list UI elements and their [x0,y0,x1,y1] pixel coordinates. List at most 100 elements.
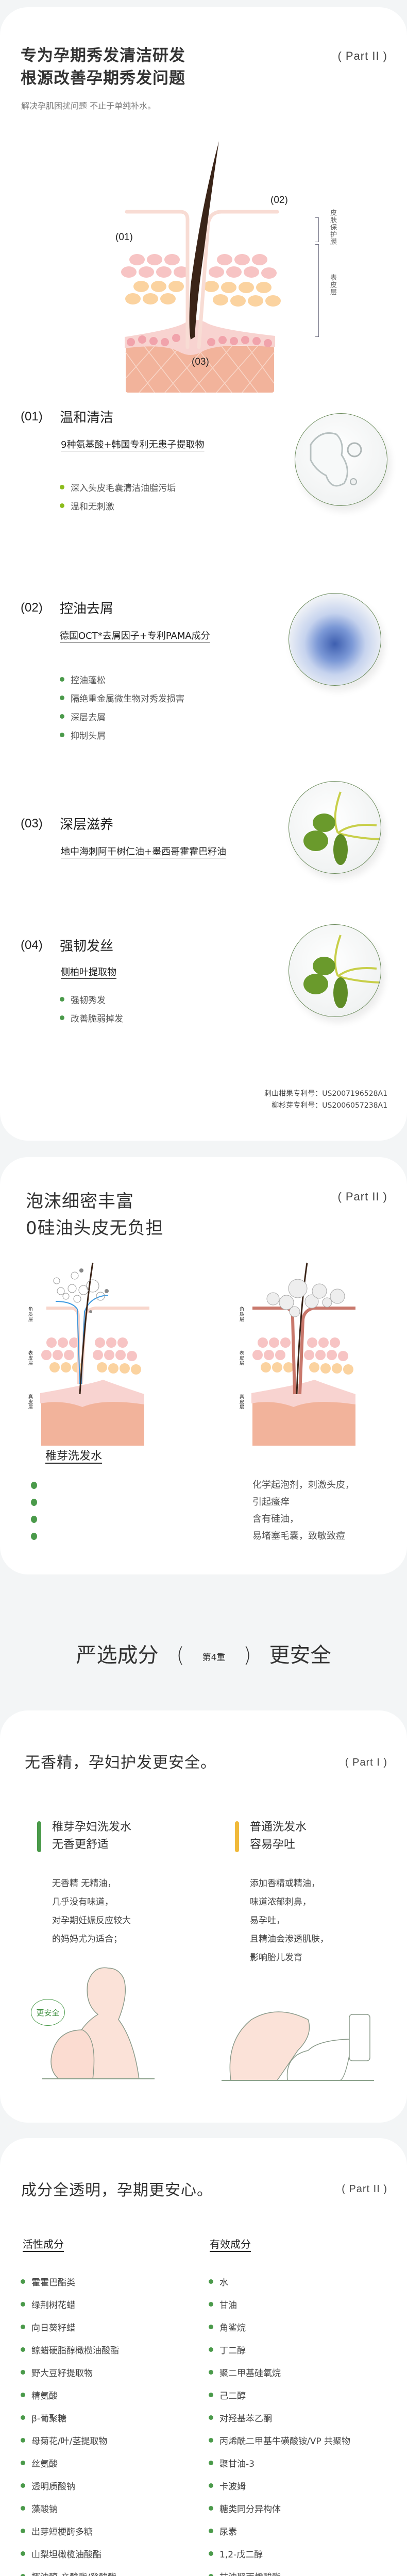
patent-numbers: 刺山柑果专利号：US2007196528A1 柳杉芽专利号：US20060572… [264,1090,387,1110]
feature-ingredient: 侧柏叶提取物 [61,967,116,978]
section4-title: 成分全透明，孕期更安心。 [21,2181,213,2199]
silicone-clog-illustration [251,1262,355,1446]
diagram-bracket-bottom [315,244,319,337]
green-accent-bar [37,1821,41,1852]
part-label: ( Part II ) [342,2183,387,2195]
svg-text:(02): (02) [270,195,288,206]
ordinary-drawbacks: 化学起泡剂，刺激头皮， 引起瘙痒 含有硅油， 易堵塞毛囊，致敏致痘 [252,1480,354,1541]
feature-ingredient: 地中海刺阿干树仁油+墨西哥霍霍巴籽油 [61,846,227,857]
svg-text:(03): (03) [192,357,209,367]
bullet-dot-icon [60,1015,64,1020]
bullet-dot-icon [21,2392,25,2397]
feature-deep-nourish: (03) 深层滋养 地中海刺阿干树仁油+墨西哥霍霍巴籽油 [21,814,278,858]
bullet-item [31,1477,43,1494]
bullet-dot-icon [21,2301,25,2307]
bullet-dot-icon [21,2279,25,2284]
ingredient-item: 霍霍巴酯类 [21,2270,119,2293]
bullet-dot-icon [60,714,64,719]
feature-ingredient: 9种氨基酸+韩国专利无患子提取物 [61,439,205,450]
bullet-dot-icon [60,695,64,700]
bullet-dot-icon [31,1515,37,1523]
foam-cleansing-illustration [40,1262,149,1446]
layer-labels: 角质层 表皮层 真皮层 [27,1307,32,1410]
bullet-dot-icon [31,1481,37,1489]
bullet-dot-icon [21,2483,25,2488]
label-epidermis: 表皮层 [329,274,336,296]
card-fragrance-free: 无香精，孕妇护发更安全。 ( Part I ) 稚芽孕妇洗发水 无香更舒适 无香… [0,1710,407,2123]
ingredient-item: 精氨酸 [21,2383,119,2406]
bullet-dot-icon [209,2437,213,2443]
feature-number: (01) [21,409,43,423]
bullet-dot-icon [209,2551,213,2556]
bullet-dot-icon [209,2347,213,2352]
nausea-illustration [221,1999,375,2081]
ingredient-item: 向日葵籽蜡 [21,2315,119,2338]
section1-title: 专为孕期秀发清洁研发 根源改善孕期秀发问题 [21,46,185,88]
ingredient-item: 绿荆树花蜡 [21,2293,119,2315]
bullet-item: 强韧秀发 [60,990,252,1008]
water-droplet-image [295,413,387,506]
feature-ingredient: 德国OCT*去屑因子+专利PAMA成分 [60,631,210,641]
ingredient-item: 聚二甲基硅氧烷 [209,2361,350,2383]
feature-title: 温和清洁 [60,410,114,426]
bullet-item [31,1494,43,1511]
product-comparison-left: 稚芽孕妇洗发水 无香更舒适 无香精 无精油， 几乎没有味道， 对孕期妊娠反应较大… [52,1821,132,1944]
ingredient-item: 鲸蜡硬脂醇橄榄油酸酯 [21,2338,119,2361]
bullet-item: 温和无刺激 [60,496,252,515]
bullet-item: 隔绝重金属微生物对秀发损害 [60,688,252,707]
bullet-dot-icon [60,732,64,737]
bullet-dot-icon [21,2460,25,2465]
ingredient-item: 丝氨酸 [21,2451,119,2474]
bullet-dot-icon [209,2460,213,2465]
ingredient-item: 聚甘油-3 [209,2451,350,2474]
bullet-dot-icon [60,503,64,508]
bullet-dot-icon [31,1498,37,1506]
bullet-dot-icon [209,2573,213,2576]
ingredient-item: 己二醇 [209,2383,350,2406]
bullet-dot-icon [60,676,64,682]
bullet-item: 控油蓬松 [60,670,252,688]
card-scalp-care: 专为孕期秀发清洁研发 根源改善孕期秀发问题 ( Part II ) 解决孕肌困扰… [0,7,407,1141]
part-label: ( Part I ) [345,1757,387,1768]
active-ingredients-heading: 活性成分 [23,2238,64,2250]
ingredient-item: 母菊花/叶/茎提取物 [21,2429,119,2451]
section1-subtitle: 解决孕肌困扰问题 不止于单纯补水。 [21,101,156,111]
ingredient-item: 椰油醇-辛酸酯/癸酸酯 [21,2565,119,2576]
bullet-dot-icon [21,2415,25,2420]
droplet-icon [310,432,362,487]
bullet-dot-icon [21,2347,25,2352]
feature-number: (03) [21,816,43,831]
ingredient-item: 甘油聚丙烯酸酯 [209,2565,350,2576]
pregnant-woman-illustration [41,1963,156,2080]
blue-crystal-image [289,593,381,686]
feature-title: 控油去屑 [60,601,114,617]
label-protective-film: 皮肤保护膜 [329,209,336,245]
feature-bullets: 强韧秀发 改善脆弱掉发 [60,990,252,1027]
ingredient-item: 对羟基苯乙酮 [209,2406,350,2429]
ingredient-item: 丁二醇 [209,2338,350,2361]
ordinary-follicle-diagram [237,1260,371,1456]
bullet-dot-icon [209,2528,213,2533]
svg-text:(01): (01) [115,232,133,243]
yellow-accent-bar [235,1821,239,1852]
ingredient-item: 尿素 [209,2519,350,2542]
feature-strengthen: (04) 强韧发丝 侧柏叶提取物 强韧秀发 改善脆弱掉发 [21,936,252,1027]
bullet-dot-icon [209,2392,213,2397]
bullet-dot-icon [21,2551,25,2556]
bullet-dot-icon [21,2324,25,2329]
ingredient-item: 甘油 [209,2293,350,2315]
safer-badge: 更安全 [31,1999,65,2026]
ingredient-item: 水 [209,2270,350,2293]
safety-heading: 严选成分 ( 第4重 ) 更安全 [76,1643,331,1667]
bullet-item [31,1511,43,1528]
ingredient-item: 藻酸钠 [21,2497,119,2519]
ingredient-item: 透明质酸钠 [21,2474,119,2497]
ingredient-item: 出芽短梗酶多糖 [21,2519,119,2542]
bullet-dot-icon [21,2437,25,2443]
skin-illustration: (01) (02) (03) [115,141,288,393]
feature-title: 深层滋养 [60,817,114,833]
diagram-bracket-top [315,217,319,242]
morning-sickness-icon [222,2011,374,2081]
ingredient-item: 丙烯酰二甲基牛磺酸铵/VP 共聚物 [209,2429,350,2451]
ingredient-item: 野大豆籽提取物 [21,2361,119,2383]
